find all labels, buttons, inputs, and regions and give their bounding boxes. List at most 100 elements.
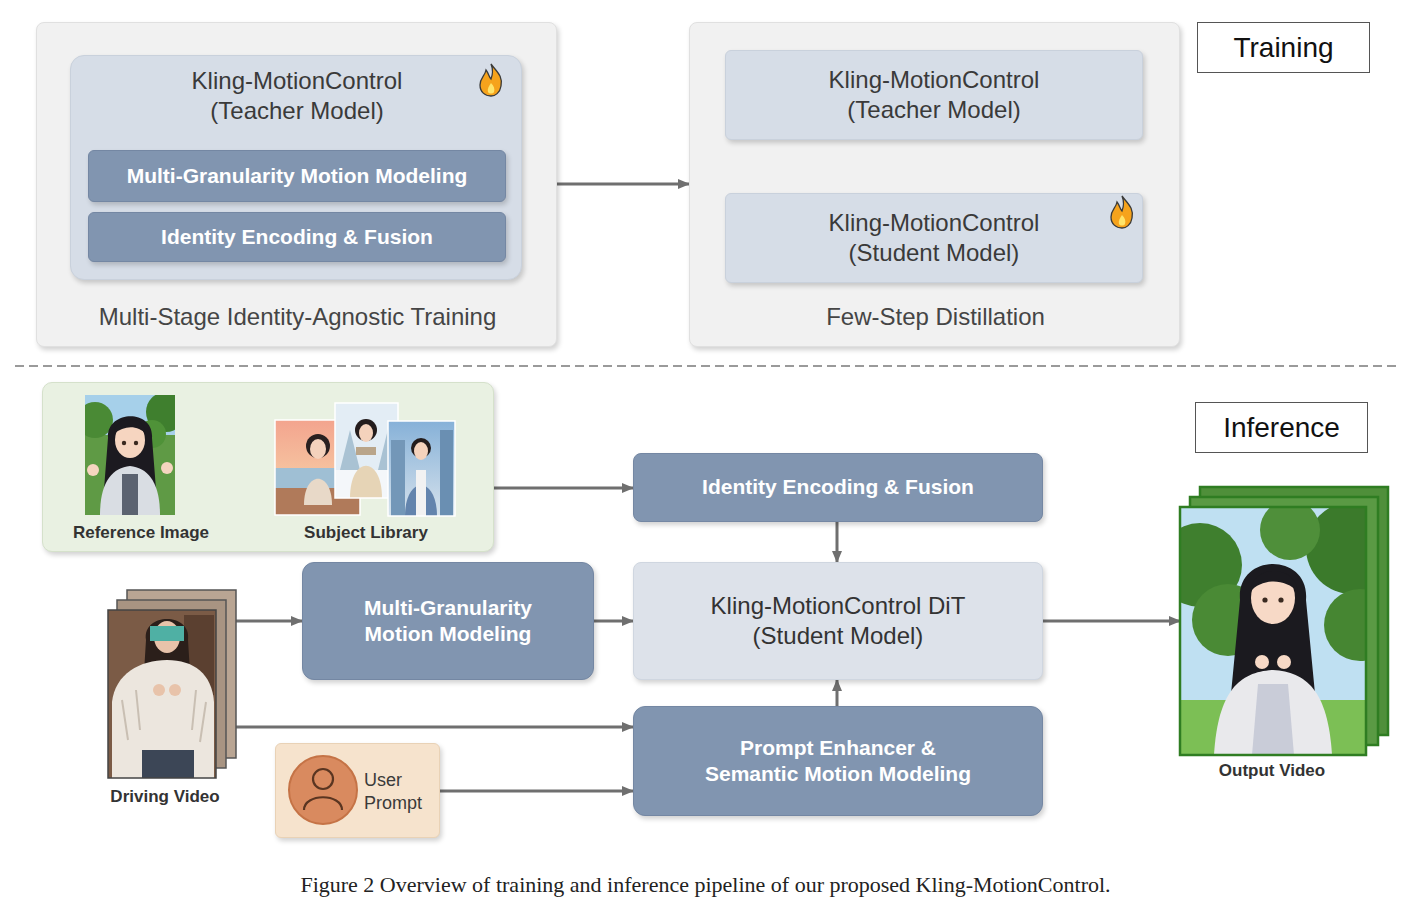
reference-image	[115, 422, 145, 458]
driving-video-frame	[153, 684, 165, 696]
output-video-frame	[1277, 655, 1291, 669]
module-label: Identity Encoding & Fusion	[702, 474, 974, 500]
output-video-frames	[1190, 497, 1378, 745]
output-video-frame	[1180, 507, 1366, 755]
figure-caption: Figure 2 Overview of training and infere…	[0, 872, 1411, 898]
video-caption: Driving Video	[94, 786, 236, 807]
subject-library-image	[440, 430, 453, 516]
subject-library-image	[350, 466, 382, 498]
reference-image	[100, 466, 160, 515]
output-video-frames	[1190, 487, 1388, 745]
trainable-flame-icon	[1111, 196, 1132, 228]
output-video-frames	[1200, 487, 1388, 735]
module-box: Identity Encoding & Fusion	[88, 212, 506, 262]
section-divider	[15, 365, 1396, 367]
output-video-frame	[1228, 564, 1318, 725]
driving-video-frames	[117, 600, 226, 768]
output-video-frame	[1306, 507, 1366, 594]
subject-library-image	[340, 430, 360, 470]
reference-image	[122, 474, 138, 515]
subject-library-image	[275, 420, 360, 515]
subject-library-image	[405, 485, 437, 516]
output-video-frame	[1255, 655, 1269, 669]
reference-image	[134, 441, 138, 445]
prompt-label: User Prompt	[364, 769, 436, 814]
driving-video-frame	[108, 610, 216, 778]
arrow-connector	[557, 183, 689, 186]
stage-panel: Multi-Granularity Motion ModelingIdentit…	[36, 22, 557, 347]
subject-library-image	[275, 420, 360, 515]
subject-library-image	[310, 439, 326, 459]
stage-panel: Kling-MotionControl (Teacher Model) Kling…	[689, 22, 1180, 347]
stage-label: Multi-Stage Identity-Agnostic Training	[37, 302, 558, 332]
arrow-connector	[594, 620, 633, 623]
output-video-frame	[1278, 597, 1283, 602]
user-icon	[304, 797, 342, 810]
module-label: Prompt Enhancer & Semantic Motion Modeli…	[694, 735, 982, 788]
subject-library-image	[359, 424, 373, 442]
reference-image	[146, 395, 175, 432]
section-label: Inference	[1223, 410, 1340, 445]
driving-video: Driving Video	[94, 590, 236, 805]
subject-library-image	[306, 434, 330, 458]
output-video-frame	[1260, 507, 1320, 560]
driving-video-frame	[184, 615, 214, 695]
output-video: Output Video	[1180, 487, 1392, 782]
driving-video-frame	[154, 621, 180, 653]
module-label: Multi-Granularity Motion Modeling	[127, 163, 468, 189]
driving-video-frames	[117, 590, 236, 768]
module-label: Identity Encoding & Fusion	[161, 224, 433, 250]
reference-image	[122, 441, 126, 445]
user-icon	[289, 756, 357, 824]
module-box: Multi-Granularity Motion Modeling	[302, 562, 594, 680]
prompt-box: User Prompt	[275, 743, 440, 838]
driving-video-frame	[142, 619, 192, 705]
output-video-frame	[1250, 571, 1298, 592]
user-icon	[289, 756, 357, 824]
output-video-frame	[1192, 584, 1264, 656]
subject-library-image	[414, 442, 428, 460]
image-caption: Reference Image	[61, 522, 221, 543]
subject-library-image	[275, 488, 360, 515]
output-video-frame	[1262, 597, 1267, 602]
driving-video-frame	[169, 684, 181, 696]
arrow-connector	[236, 620, 302, 623]
module-box: Prompt Enhancer & Semantic Motion Modeli…	[633, 706, 1043, 816]
output-video-frame	[1251, 572, 1295, 624]
face-mask	[150, 626, 184, 641]
module-box: Multi-Granularity Motion Modeling	[88, 150, 506, 202]
subject-library-image	[335, 403, 398, 498]
subject-library-image	[304, 479, 332, 505]
subject-library-image	[378, 425, 398, 470]
section-tag: Inference	[1195, 402, 1368, 453]
output-video-frame	[1180, 507, 1366, 755]
driving-video-frame	[108, 610, 216, 778]
reference-image	[102, 416, 158, 515]
arrow-connector	[494, 487, 633, 490]
trainable-flame-icon	[1111, 196, 1132, 228]
trainable-flame-icon	[488, 83, 495, 94]
arrow-connector	[236, 726, 633, 729]
reference-image	[87, 464, 99, 476]
video-frame-border	[108, 610, 216, 778]
reference-image	[85, 402, 113, 438]
output-video-frame	[1180, 523, 1242, 607]
subject-library-image	[356, 447, 376, 455]
driving-video-frames	[127, 590, 236, 758]
section-tag: Training	[1197, 22, 1370, 73]
section-label: Training	[1233, 30, 1333, 65]
model-label: Kling-MotionControl DiT (Student Model)	[688, 591, 988, 651]
model-box: Kling-MotionControl (Teacher Model)	[725, 50, 1143, 140]
identity-input-panel: Reference ImageSubject Library	[42, 382, 494, 552]
subject-library-image	[275, 468, 360, 488]
output-video-frame	[1180, 700, 1366, 755]
subject-library-image	[335, 470, 398, 498]
stage-label: Few-Step Distillation	[690, 302, 1181, 332]
model-label: Kling-MotionControl (Teacher Model)	[804, 65, 1064, 125]
image-frame	[275, 420, 360, 515]
module-label: Multi-Granularity Motion Modeling	[338, 595, 558, 648]
subject-library-image	[388, 421, 455, 516]
trainable-flame-icon	[480, 64, 501, 96]
model-label: Kling-MotionControl (Student Model)	[804, 208, 1064, 268]
driving-video-frame	[112, 660, 214, 778]
